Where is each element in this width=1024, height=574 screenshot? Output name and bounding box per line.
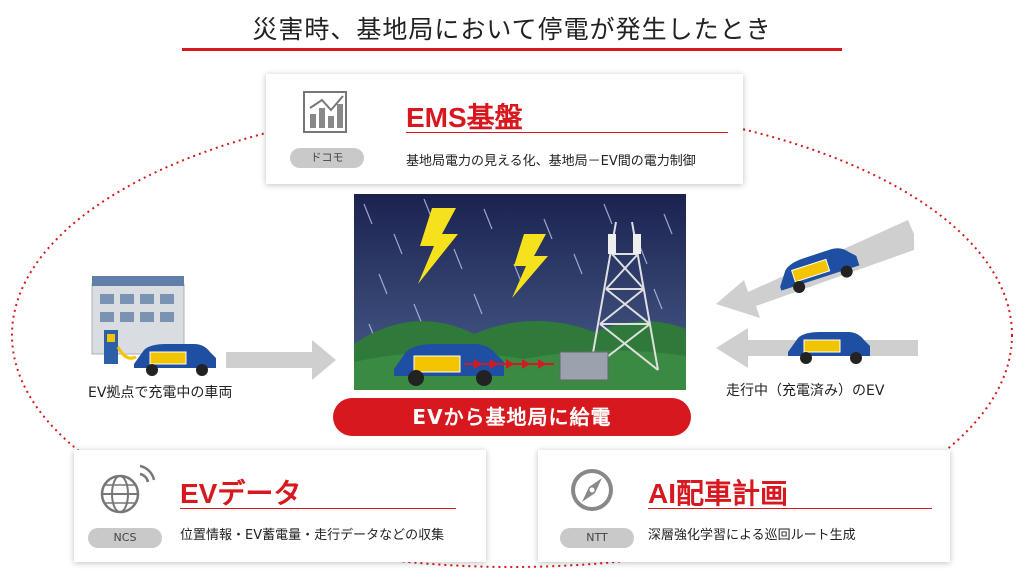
ev-data-card: NCS EVデータ 位置情報・EV蓄電量・走行データなどの収集 — [74, 450, 486, 562]
ems-title: EMS基盤 — [406, 102, 523, 133]
rain-streaks — [363, 198, 673, 345]
ev-data-badge: NCS — [88, 528, 162, 548]
power-equipment-box — [559, 351, 609, 381]
ems-badge: ドコモ — [290, 148, 364, 168]
ai-badge: NTT — [560, 528, 634, 548]
globe-signal-icon — [100, 464, 156, 514]
lightning-bolt-center — [512, 234, 548, 298]
page-title: 災害時、基地局において停電が発生したとき — [252, 15, 772, 44]
charging-car — [134, 344, 216, 376]
ems-description: 基地局電力の見える化、基地局－EV間の電力制御 — [406, 154, 696, 169]
ai-description: 深層強化学習による巡回ルート生成 — [648, 528, 856, 543]
power-flow-arrows — [464, 359, 554, 369]
left-caption: EV拠点で充電中の車両 — [88, 385, 233, 401]
ev-data-rule — [180, 508, 456, 509]
lightning-bolt-left — [418, 208, 458, 284]
ev-data-description: 位置情報・EV蓄電量・走行データなどの収集 — [180, 528, 445, 543]
ems-card: ドコモ EMS基盤 基地局電力の見える化、基地局－EV間の電力制御 — [266, 74, 743, 184]
ev-data-title: EVデータ — [180, 478, 302, 509]
ems-rule — [406, 132, 728, 133]
right-caption: 走行中（充電済み）のEV — [726, 383, 885, 399]
compass-icon — [571, 469, 613, 511]
charging-station-scene — [91, 276, 336, 380]
ai-title: AI配車計画 — [648, 478, 789, 509]
ai-rule — [648, 508, 932, 509]
ai-card: NTT AI配車計画 深層強化学習による巡回ルート生成 — [538, 450, 950, 562]
moving-car-top — [780, 248, 860, 294]
title-underline — [182, 48, 842, 51]
moving-evs-scene — [716, 220, 918, 368]
arrow-right — [226, 340, 336, 380]
center-ev-car — [394, 344, 504, 386]
chart-icon — [303, 91, 347, 133]
supply-banner: EVから基地局に給電 — [333, 398, 691, 436]
storm-scene — [354, 194, 686, 390]
moving-car-bottom — [788, 332, 870, 364]
